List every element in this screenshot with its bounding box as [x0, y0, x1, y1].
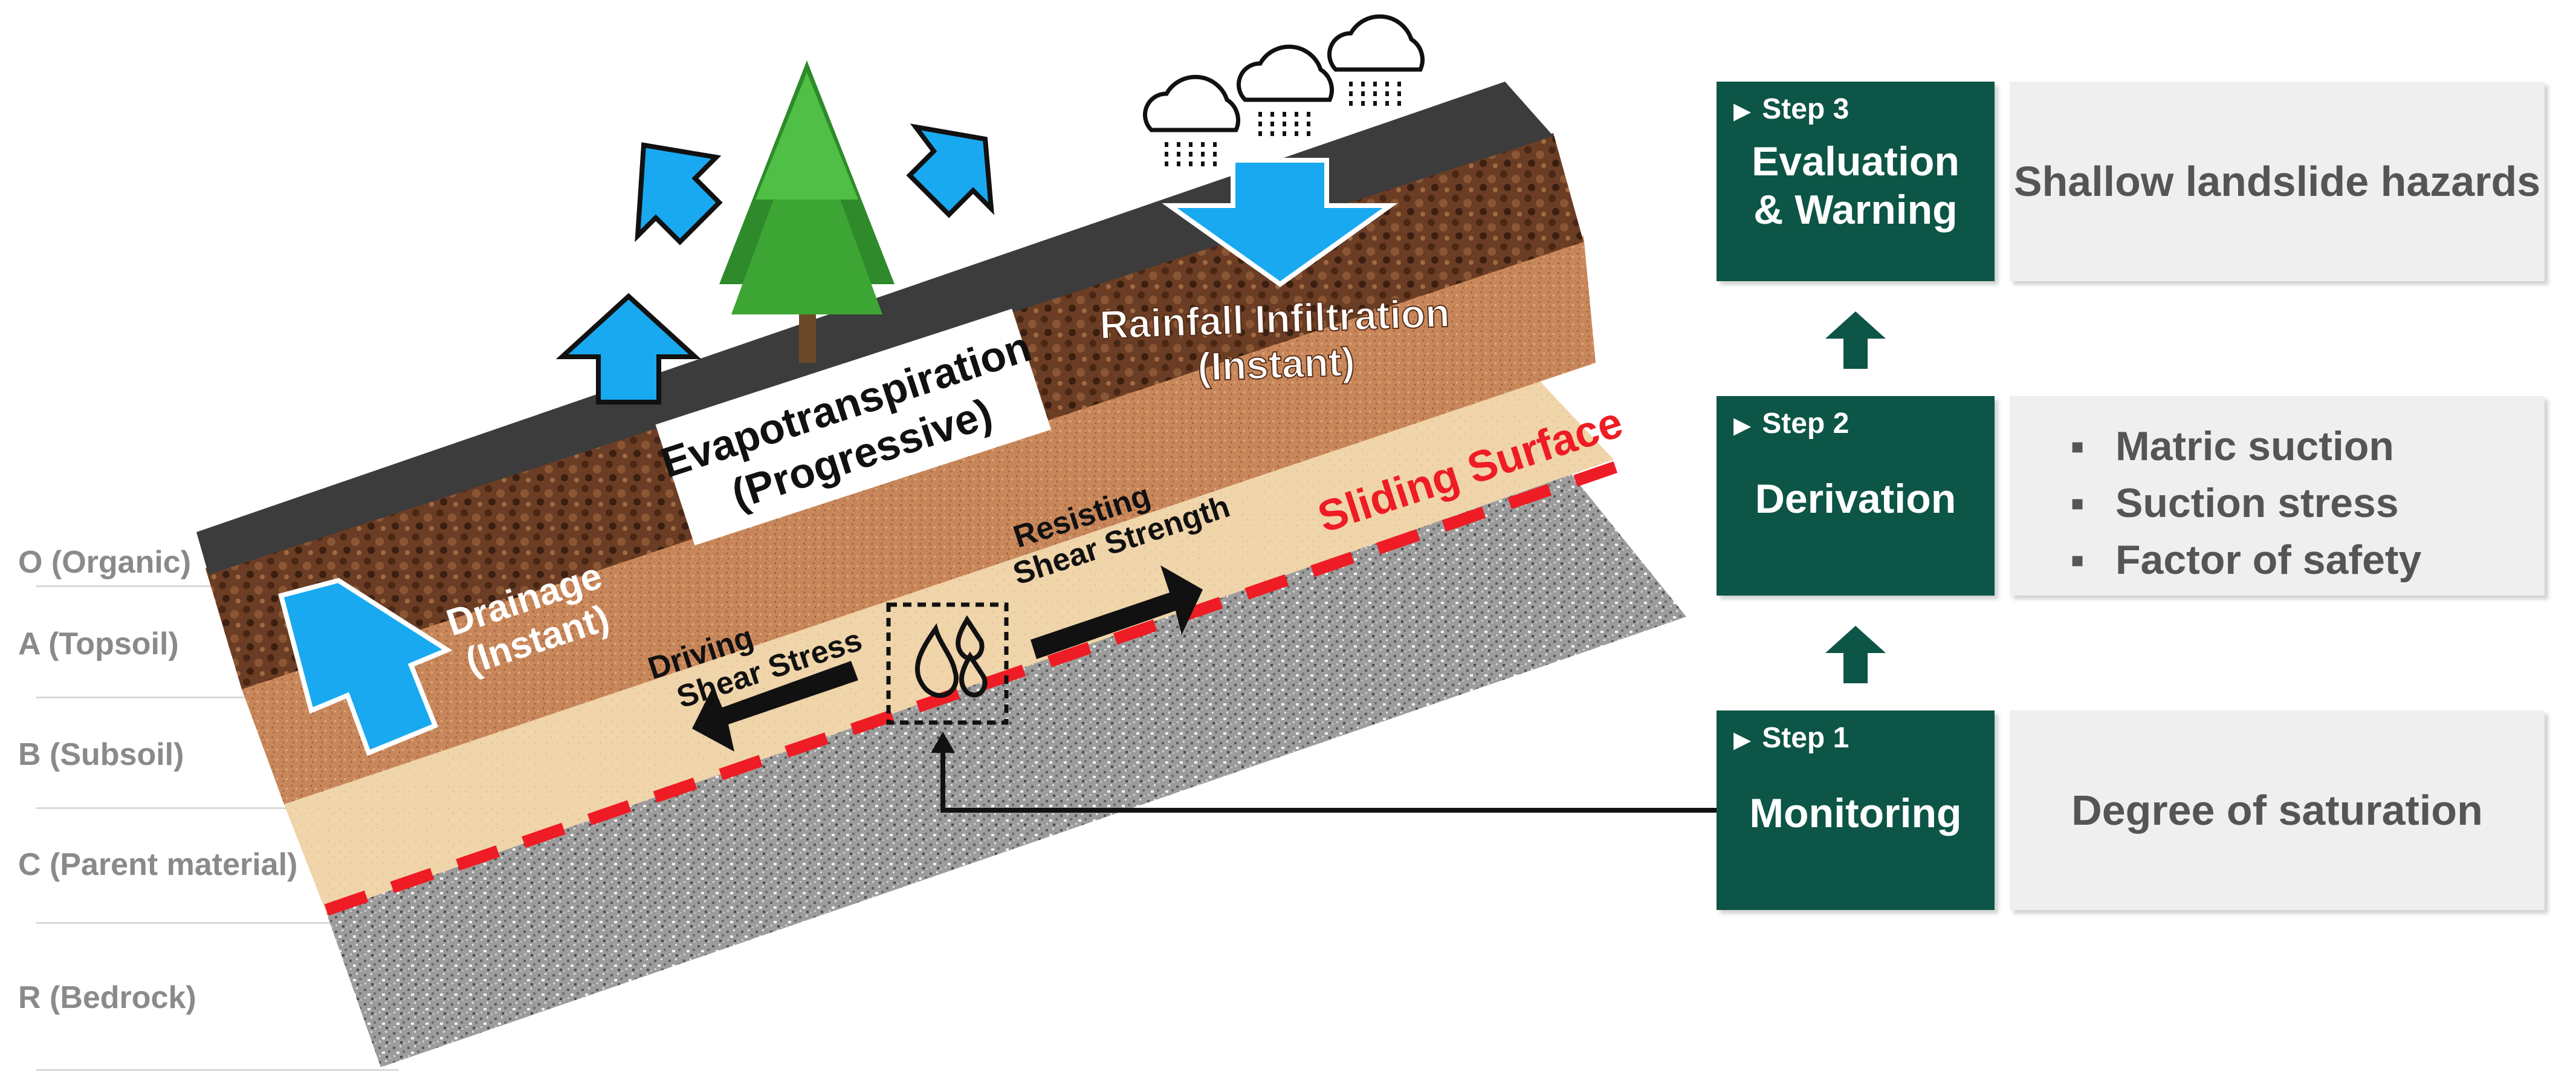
- layer-label-bedrock: R (Bedrock): [18, 980, 196, 1015]
- step3-label: Step 3: [1762, 93, 1849, 125]
- play-icon: ▶: [1733, 727, 1752, 753]
- step2-label: Step 2: [1762, 408, 1849, 440]
- layer-divider: [36, 585, 363, 587]
- step1-box: ▶ Step 1 Monitoring: [1717, 710, 1995, 910]
- step3-title: Evaluation & Warning: [1717, 137, 1995, 234]
- layer-divider: [36, 922, 399, 924]
- bullet-text: Factor of safety: [2115, 537, 2422, 583]
- play-icon: ▶: [1733, 413, 1752, 438]
- step1-title: Monitoring: [1749, 790, 1962, 836]
- evapotranspiration-label-box: [655, 308, 1052, 545]
- evaporation-arrow-icon: [635, 142, 723, 245]
- drainage-arrow-icon: [278, 577, 453, 756]
- bedrock-layer: [326, 460, 1686, 1067]
- step2-description-box: ▪ Matric suction ▪ Suction stress ▪ Factor …: [2010, 396, 2545, 596]
- evaporation-arrow-icon: [555, 293, 702, 405]
- connector-arrowhead-icon: [931, 732, 955, 753]
- step2-box: ▶ Step 2 Derivation: [1717, 396, 1995, 596]
- step3-header: ▶ Step 3: [1733, 93, 1849, 126]
- step3-description: Shallow landslide hazards: [2013, 158, 2541, 205]
- water-droplet-icon: [914, 615, 988, 698]
- bullet-item: ▪ Matric suction: [2070, 418, 2421, 475]
- subsoil-layer: [242, 236, 1596, 804]
- layer-label-topsoil: A (Topsoil): [18, 626, 179, 662]
- rain-cloud-icon: [1143, 14, 1425, 132]
- rainfall-arrow-icon: [1162, 158, 1398, 287]
- step1-header: ▶ Step 1: [1733, 721, 1849, 755]
- layer-label-parent-material: C (Parent material): [18, 847, 298, 882]
- step1-label: Step 1: [1762, 722, 1849, 754]
- step1-description-box: Degree of saturation: [2010, 710, 2545, 910]
- layer-divider: [36, 697, 363, 698]
- bullet-text: Suction stress: [2115, 480, 2399, 526]
- resisting-arrow-icon: [1031, 565, 1203, 659]
- rain-drops-icon: [1165, 82, 1401, 166]
- bullet-icon: ▪: [2070, 423, 2085, 469]
- bullet-item: ▪ Suction stress: [2070, 475, 2421, 531]
- driving-arrow-icon: [692, 661, 858, 752]
- step3-box: ▶ Step 3 Evaluation & Warning: [1717, 82, 1995, 281]
- step3-title-line2: & Warning: [1753, 187, 1958, 233]
- bullet-icon: ▪: [2070, 537, 2085, 583]
- layer-label-subsoil: B (Subsoil): [18, 737, 184, 772]
- step-up-arrow-icon: [1825, 626, 1886, 683]
- step3-title-line1: Evaluation: [1752, 138, 1960, 184]
- step1-description: Degree of saturation: [2071, 787, 2483, 834]
- step2-bullet-list: ▪ Matric suction ▪ Suction stress ▪ Factor …: [2070, 418, 2421, 588]
- rainfall-infiltration-sub-label: (Instant): [1197, 339, 1356, 389]
- sliding-surface-line: [324, 460, 1622, 916]
- monitoring-connector: [940, 741, 1717, 813]
- bullet-text: Matric suction: [2115, 423, 2394, 469]
- tree-icon: [719, 60, 895, 363]
- layer-divider: [36, 1069, 399, 1071]
- layer-label-organic: O (Organic): [18, 545, 192, 580]
- step3-description-box: Shallow landslide hazards: [2010, 82, 2545, 281]
- step-up-arrow-icon: [1825, 311, 1886, 369]
- bullet-item: ▪ Factor of safety: [2070, 531, 2421, 588]
- sensor-box: [886, 602, 1009, 725]
- play-icon: ▶: [1733, 99, 1752, 124]
- parent-material-layer: [284, 351, 1614, 913]
- evaporation-arrow-icon: [906, 123, 994, 218]
- step2-title: Derivation: [1755, 476, 1956, 522]
- bullet-icon: ▪: [2070, 480, 2085, 526]
- layer-divider: [36, 807, 399, 809]
- step2-header: ▶ Step 2: [1733, 407, 1849, 440]
